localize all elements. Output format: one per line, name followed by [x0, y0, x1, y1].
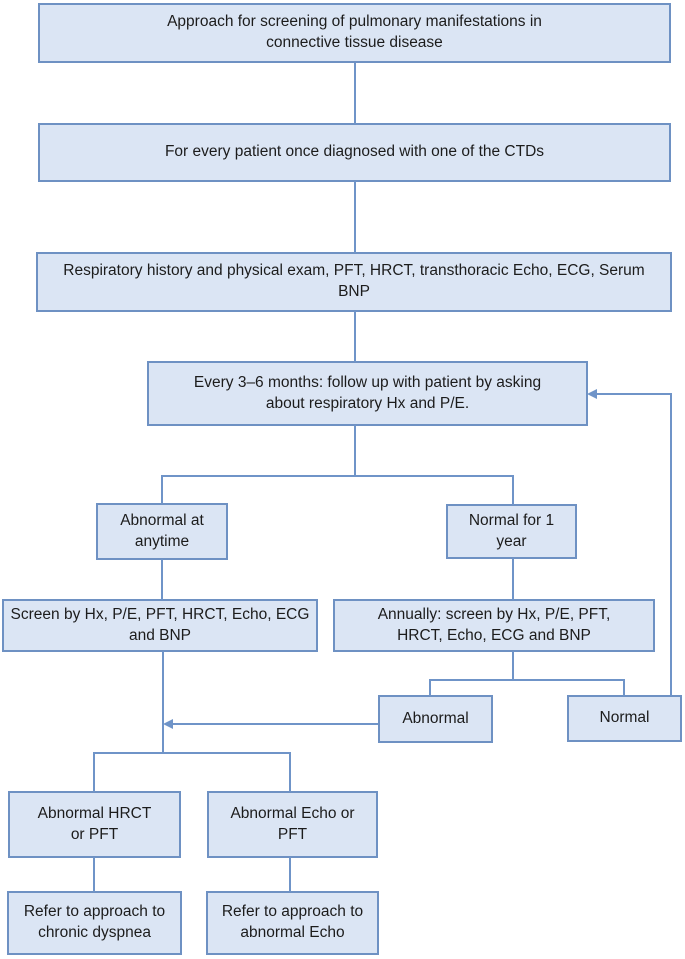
node-refer-abnormal-echo: Refer to approach to abnormal Echo	[206, 891, 379, 955]
connector-screen-to-bottom-split	[162, 651, 164, 754]
connector-drop-normal	[623, 679, 625, 696]
node-refer-abnormal-echo-label: Refer to approach to abnormal Echo	[221, 903, 364, 941]
connector-drop-abnormal-hrct	[93, 752, 95, 792]
node-followup: Every 3–6 months: follow up with patient…	[147, 361, 588, 426]
connector-annual-to-split	[512, 651, 514, 681]
connector-title-to-diagnosed	[354, 63, 356, 124]
connector-echo-to-refer	[289, 857, 291, 892]
connector-workup-to-followup	[354, 311, 356, 362]
node-normal-for-1-year: Normal for 1 year	[446, 504, 577, 559]
arrowhead-left-branch-icon	[163, 719, 173, 729]
node-refer-chronic-dyspnea-label: Refer to approach to chronic dyspnea	[23, 903, 166, 941]
node-workup-label: Respiratory history and physical exam, P…	[63, 262, 645, 300]
node-abnormal-anytime-label: Abnormal at anytime	[120, 511, 204, 550]
node-abnormal-hrct-or-pft: Abnormal HRCT or PFT	[8, 791, 181, 858]
connector-annual-split-horizontal	[429, 679, 625, 681]
connector-drop-normal-year	[512, 475, 514, 505]
connector-normal-year-to-annual	[512, 558, 514, 600]
node-abnormal-echo-or-pft: Abnormal Echo or PFT	[207, 791, 378, 858]
connector-diagnosed-to-workup	[354, 181, 356, 253]
node-abnormal-anytime: Abnormal at anytime	[96, 503, 228, 560]
connector-followup-to-split	[354, 425, 356, 477]
connector-normal-feedback-vertical	[670, 393, 672, 696]
node-title: Approach for screening of pulmonary mani…	[38, 3, 671, 63]
connector-abnormal-to-left-branch	[172, 723, 378, 725]
connector-bottom-split-horizontal	[93, 752, 291, 754]
node-abnormal: Abnormal	[378, 695, 493, 743]
node-refer-chronic-dyspnea: Refer to approach to chronic dyspnea	[7, 891, 182, 955]
node-workup: Respiratory history and physical exam, P…	[36, 252, 672, 312]
node-normal: Normal	[567, 695, 682, 742]
connector-drop-abnormal-anytime	[161, 475, 163, 504]
connector-hrct-to-refer	[93, 857, 95, 892]
node-screen-annually-label: Annually: screen by Hx, P/E, PFT, HRCT, …	[377, 605, 611, 644]
connector-abnormal-anytime-to-screen	[161, 559, 163, 600]
node-screen-annually: Annually: screen by Hx, P/E, PFT, HRCT, …	[333, 599, 655, 652]
node-abnormal-hrct-or-pft-label: Abnormal HRCT or PFT	[37, 804, 152, 843]
node-followup-label: Every 3–6 months: follow up with patient…	[193, 373, 542, 412]
node-normal-label: Normal	[599, 709, 650, 727]
connector-normal-feedback-horizontal	[596, 393, 672, 395]
node-title-label: Approach for screening of pulmonary mani…	[167, 13, 542, 51]
connector-drop-abnormal	[429, 679, 431, 696]
connector-drop-abnormal-echo	[289, 752, 291, 792]
node-abnormal-echo-or-pft-label: Abnormal Echo or PFT	[230, 804, 355, 843]
node-diagnosed: For every patient once diagnosed with on…	[38, 123, 671, 182]
arrowhead-feedback-icon	[587, 389, 597, 399]
node-abnormal-label: Abnormal	[402, 709, 469, 727]
connector-split-horizontal	[161, 475, 514, 477]
node-normal-for-1-year-label: Normal for 1 year	[468, 511, 555, 550]
node-diagnosed-label: For every patient once diagnosed with on…	[164, 143, 545, 161]
node-screen-abnormal-label: Screen by Hx, P/E, PFT, HRCT, Echo, ECG …	[10, 605, 310, 644]
node-screen-abnormal: Screen by Hx, P/E, PFT, HRCT, Echo, ECG …	[2, 599, 318, 652]
